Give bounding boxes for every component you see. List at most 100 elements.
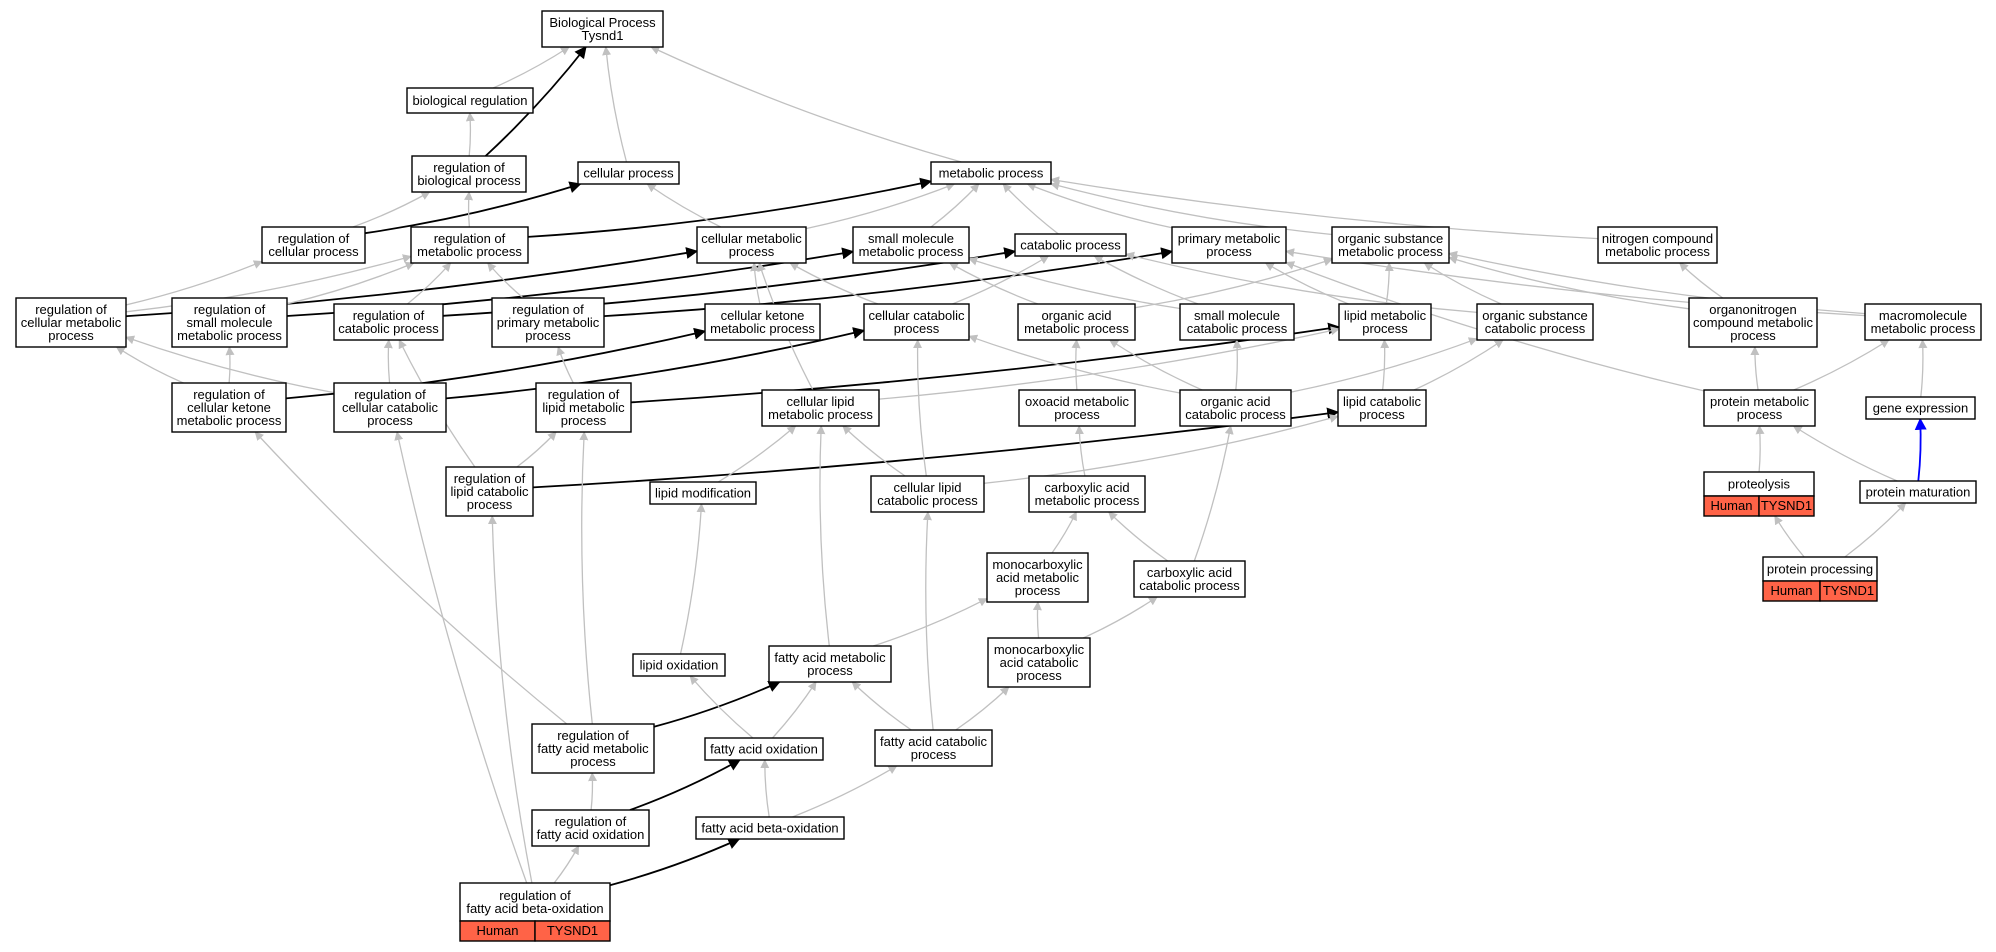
edge-facat-to-celllipcat bbox=[922, 511, 934, 731]
node-label-line: regulation of bbox=[512, 302, 584, 317]
edge-cellmet-to-metab bbox=[805, 182, 956, 230]
node-label-line: fatty acid oxidation bbox=[537, 827, 645, 842]
edge-orgacidmet-to-smallmol bbox=[948, 262, 1039, 305]
annotation-cell bbox=[1819, 580, 1878, 602]
edge-regfaox-to-faox bbox=[629, 759, 741, 811]
node-box bbox=[531, 809, 650, 847]
node-label-line: metabolic process bbox=[1605, 244, 1710, 259]
go-term-node-lipox[interactable]: lipid oxidation bbox=[632, 653, 726, 677]
node-box bbox=[1028, 475, 1146, 513]
edge-orgacidcat-to-cellcat bbox=[968, 334, 1181, 394]
species-label: Human bbox=[477, 923, 519, 938]
edge-regfaox-to-regfamet bbox=[588, 772, 598, 811]
node-box bbox=[577, 161, 680, 185]
edge-lipidmet-to-orgsubmet bbox=[1384, 262, 1394, 305]
go-term-node-protmat[interactable]: protein maturation bbox=[1859, 480, 1977, 504]
edge-protmat-to-geneexp bbox=[1914, 417, 1927, 482]
go-term-node-metab[interactable]: metabolic process bbox=[930, 161, 1052, 185]
node-box bbox=[1179, 389, 1292, 427]
go-term-node-fabeta[interactable]: fatty acid beta-oxidation bbox=[695, 816, 845, 840]
node-box bbox=[1331, 226, 1450, 264]
node-box bbox=[459, 882, 611, 922]
node-box bbox=[1017, 303, 1136, 341]
node-box bbox=[1762, 556, 1878, 582]
go-term-node-cellproc[interactable]: cellular process bbox=[577, 161, 680, 185]
node-label-line: process bbox=[911, 747, 957, 762]
node-box bbox=[704, 737, 824, 761]
go-term-node-geneexp[interactable]: gene expression bbox=[1865, 396, 1976, 420]
edge-regcellket-to-regcellmet bbox=[115, 346, 184, 384]
go-term-node-catab[interactable]: catabolic process bbox=[1014, 233, 1127, 257]
go-term-node-bioreg[interactable]: biological regulation bbox=[406, 87, 534, 114]
edge-regfabeta-to-regfaox bbox=[553, 845, 580, 884]
go-term-node-lipmod[interactable]: lipid modification bbox=[649, 481, 757, 505]
go-term-node-faox[interactable]: fatty acid oxidation bbox=[704, 737, 824, 761]
node-label-line: cellular ketone bbox=[721, 308, 805, 323]
node-label-line: metabolic process bbox=[1024, 321, 1129, 336]
edge-regmet-to-metab bbox=[527, 177, 933, 238]
edge-orgacidmet-to-orgsubmet bbox=[1134, 257, 1333, 309]
node-label-line: cellular catabolic bbox=[868, 308, 965, 323]
node-label-line: cellular metabolic bbox=[701, 231, 802, 246]
edge-cellcat-to-catab bbox=[952, 255, 1050, 305]
node-label-line: process bbox=[1737, 407, 1783, 422]
node-label-line: protein maturation bbox=[1866, 485, 1971, 500]
node-label-line: catabolic process bbox=[1187, 321, 1288, 336]
node-label-line: metabolic process bbox=[859, 244, 964, 259]
node-box bbox=[1703, 471, 1815, 497]
node-label-line: primary metabolic bbox=[497, 315, 600, 330]
edge-fabeta-to-faox bbox=[760, 759, 770, 818]
edge-primmet-to-metab bbox=[1026, 182, 1173, 229]
node-label-line: process bbox=[1206, 244, 1252, 259]
node-label-line: metabolic process bbox=[1338, 244, 1443, 259]
node-label-line: catabolic process bbox=[1139, 578, 1240, 593]
gene-label: TYSND1 bbox=[1761, 498, 1812, 513]
node-box bbox=[1865, 396, 1976, 420]
node-box bbox=[261, 226, 366, 264]
node-box bbox=[1859, 480, 1977, 504]
edge-smallmol-to-metab bbox=[930, 183, 980, 228]
